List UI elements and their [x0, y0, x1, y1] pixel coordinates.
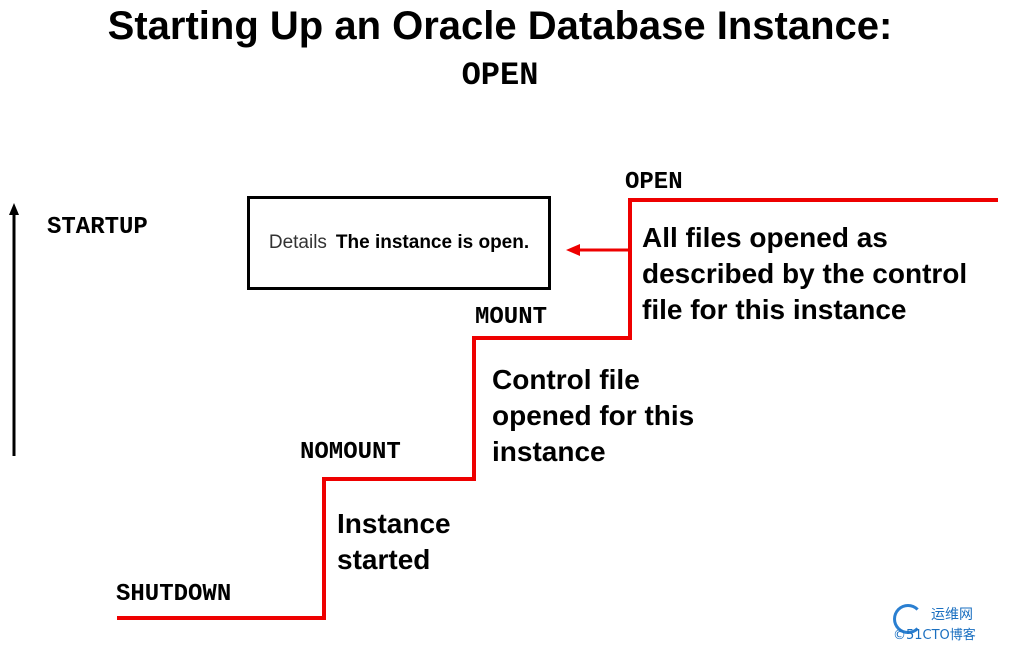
watermark-site: ©51CTO博客	[893, 628, 976, 643]
stage-label-open: OPEN	[625, 169, 683, 196]
stage-label-shutdown: SHUTDOWN	[116, 581, 232, 608]
mount-description: Control file opened for this instance	[492, 362, 694, 470]
watermark-logo-icon	[893, 604, 923, 634]
mount-description-line: Control file	[492, 364, 640, 395]
open-description-line: file for this instance	[642, 294, 907, 325]
details-box: Details The instance is open.	[247, 196, 551, 290]
watermark-name: 运维网	[931, 607, 973, 623]
stage-label-mount: MOUNT	[475, 304, 548, 331]
watermark: 运维网 ©51CTO博客	[893, 604, 1003, 644]
page-subtitle: OPEN	[461, 57, 539, 94]
nomount-description: Instance started	[337, 506, 451, 578]
page-title: Starting Up an Oracle Database Instance:	[107, 4, 893, 48]
startup-axis-arrowhead	[9, 203, 19, 215]
nomount-description-line: started	[337, 544, 431, 575]
details-label: Details	[268, 232, 327, 253]
nomount-description-line: Instance	[337, 508, 451, 539]
mount-description-line: opened for this	[492, 400, 695, 431]
pointer-arrowhead	[566, 244, 580, 256]
startup-axis-label: STARTUP	[47, 214, 148, 241]
open-description: All files opened as described by the con…	[642, 220, 967, 328]
open-description-line: All files opened as	[642, 222, 888, 253]
details-text: The instance is open.	[335, 232, 530, 253]
stage-label-nomount: NOMOUNT	[300, 439, 401, 466]
open-description-line: described by the control	[642, 258, 968, 289]
startup-step-line	[117, 198, 998, 620]
mount-description-line: instance	[492, 436, 606, 467]
